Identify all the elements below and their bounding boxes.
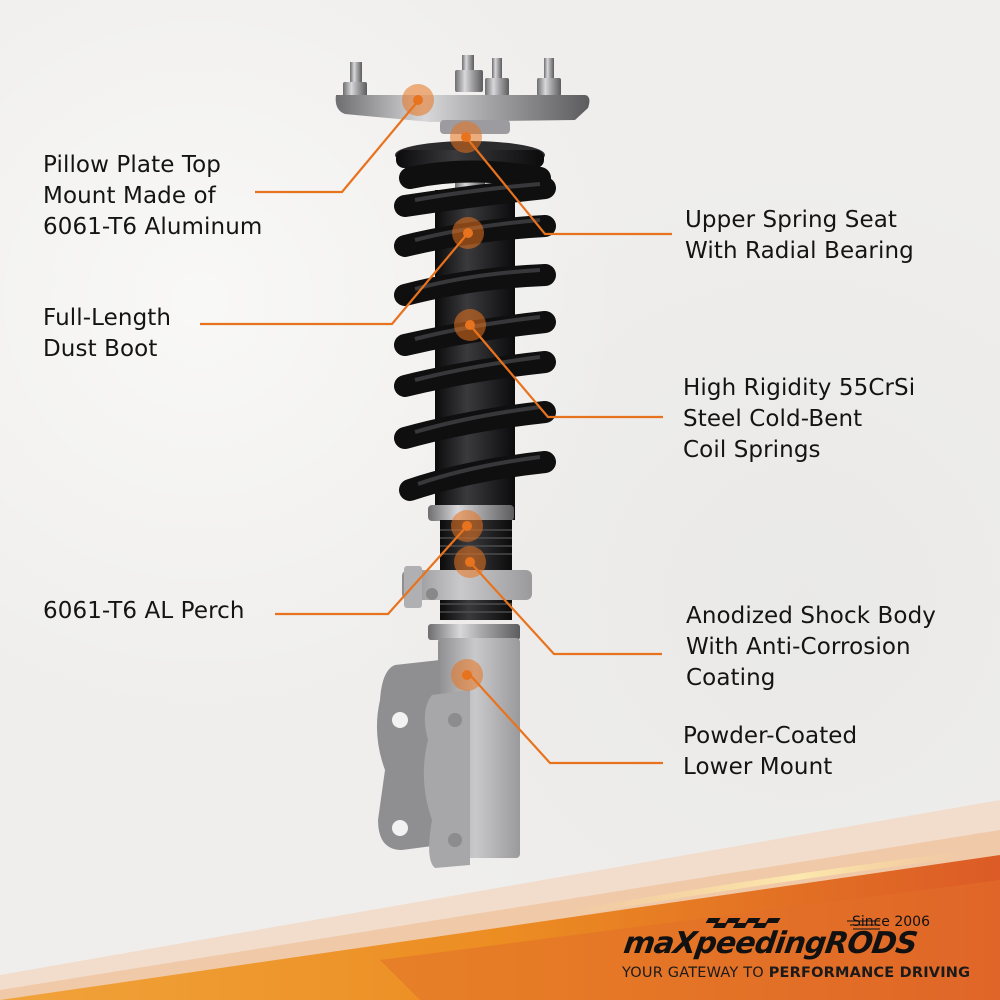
dot-top-mount [413,95,423,105]
top-mount-studs [343,55,561,100]
callout-spring-seat: Upper Spring Seat With Radial Bearing [685,207,914,264]
brand-name: maXpeedingRODS [621,926,919,961]
dot-coil-springs [465,320,475,330]
dot-dust-boot [463,228,473,238]
dot-lower-mount [462,670,472,680]
callout-dust-boot: Full-Length Dust Boot [43,305,172,362]
callout-lower-mount: Powder-Coated Lower Mount [683,723,858,780]
brand-logo: Since 2006 maXpeedingRODS YOUR GATEWAY T… [621,912,971,992]
checkered-flag-icon [705,918,880,930]
dot-spring-seat [461,132,471,142]
dot-shock-body [465,557,475,567]
brand-tagline: YOUR GATEWAY TO PERFORMANCE DRIVING [622,965,971,981]
dot-perch [462,521,472,531]
callout-perch: 6061-T6 AL Perch [43,598,245,624]
callout-coil-springs: High Rigidity 55CrSi Steel Cold-Bent Coi… [683,375,916,463]
brand-since: Since 2006 [851,914,930,930]
callout-shock-body: Anodized Shock Body With Anti-Corrosion … [686,603,936,691]
callout-top-mount: Pillow Plate Top Mount Made of 6061-T6 A… [43,152,263,240]
